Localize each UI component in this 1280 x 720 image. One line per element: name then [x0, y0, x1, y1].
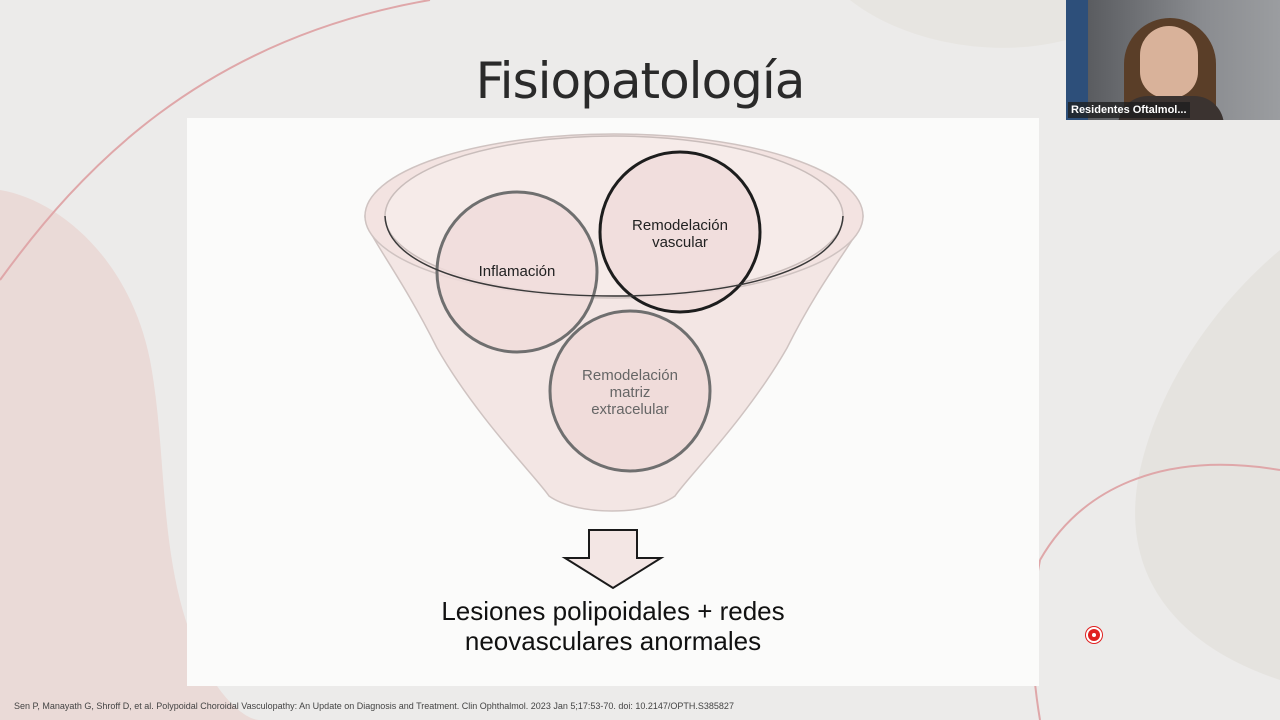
participant-face: [1140, 26, 1198, 98]
citation-text: Sen P, Manayath G, Shroff D, et al. Poly…: [14, 701, 734, 711]
participant-video-tile[interactable]: Residentes Oftalmol...: [1066, 0, 1280, 120]
label-inflamacion: Inflamación: [478, 263, 556, 280]
funnel-diagram: [364, 133, 864, 590]
video-background-blind: [1066, 0, 1088, 120]
laser-pointer-icon: [1088, 629, 1100, 641]
down-arrow-icon: [561, 529, 665, 590]
funnel-rim-front: [384, 215, 844, 297]
slide-title: Fisiopatología: [475, 52, 806, 110]
result-text: Lesiones polipoidales + redes neovascula…: [441, 596, 785, 656]
participant-name-label: Residentes Oftalmol...: [1068, 102, 1190, 118]
label-remodelacion-matriz: Remodelación matriz extracelular: [582, 367, 678, 418]
label-remodelacion-vascular: Remodelación vascular: [632, 217, 728, 251]
circle-remodelacion-vascular: [598, 150, 762, 314]
diagram-panel: Inflamación Remodelación vascular Remode…: [187, 118, 1039, 686]
circle-inflamacion: [435, 190, 599, 354]
circle-remodelacion-matriz: [548, 309, 712, 473]
